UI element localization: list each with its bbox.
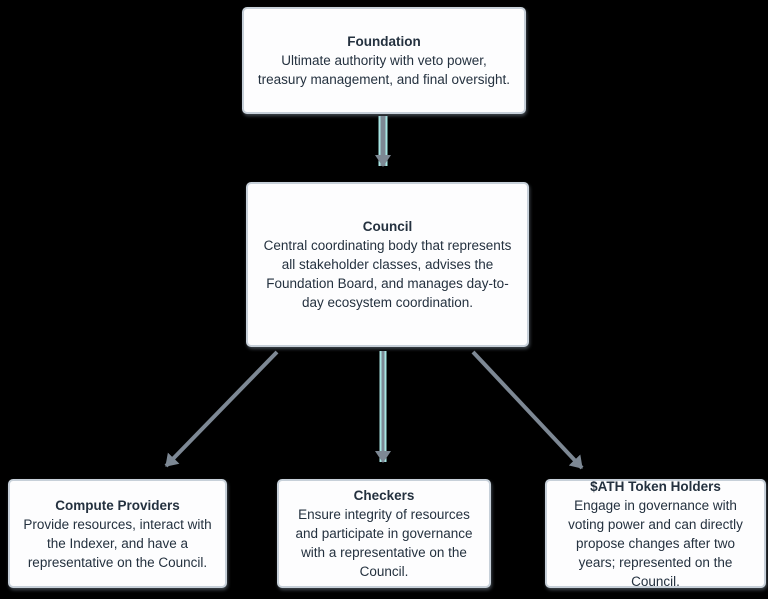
node-compute-providers: Compute Providers Provide resources, int… (8, 479, 227, 588)
node-council-body: Central coordinating body that represent… (263, 238, 512, 310)
node-foundation-title: Foundation (347, 34, 421, 49)
node-foundation: Foundation Ultimate authority with veto … (242, 7, 526, 114)
node-ath-token-holders: $ATH Token Holders Engage in governance … (545, 478, 766, 589)
node-council-title: Council (362, 219, 413, 234)
arrow-council-to-ath-token-holders (471, 350, 584, 470)
node-checkers: Checkers Ensure integrity of resources a… (277, 479, 491, 588)
node-compute-providers-title: Compute Providers (55, 497, 180, 513)
node-checkers-title: Checkers (353, 488, 415, 503)
node-checkers-body: Ensure integrity of resources and partic… (295, 507, 473, 579)
arrow-council-to-compute-providers (164, 350, 279, 468)
node-council: Council Central coordinating body that r… (246, 182, 529, 347)
node-foundation-body: Ultimate authority with veto power, trea… (257, 53, 511, 87)
node-ath-token-holders-body: Engage in governance with voting power a… (568, 497, 743, 589)
node-compute-providers-body: Provide resources, interact with the Ind… (23, 516, 212, 570)
node-ath-token-holders-title: $ATH Token Holders (590, 478, 721, 494)
